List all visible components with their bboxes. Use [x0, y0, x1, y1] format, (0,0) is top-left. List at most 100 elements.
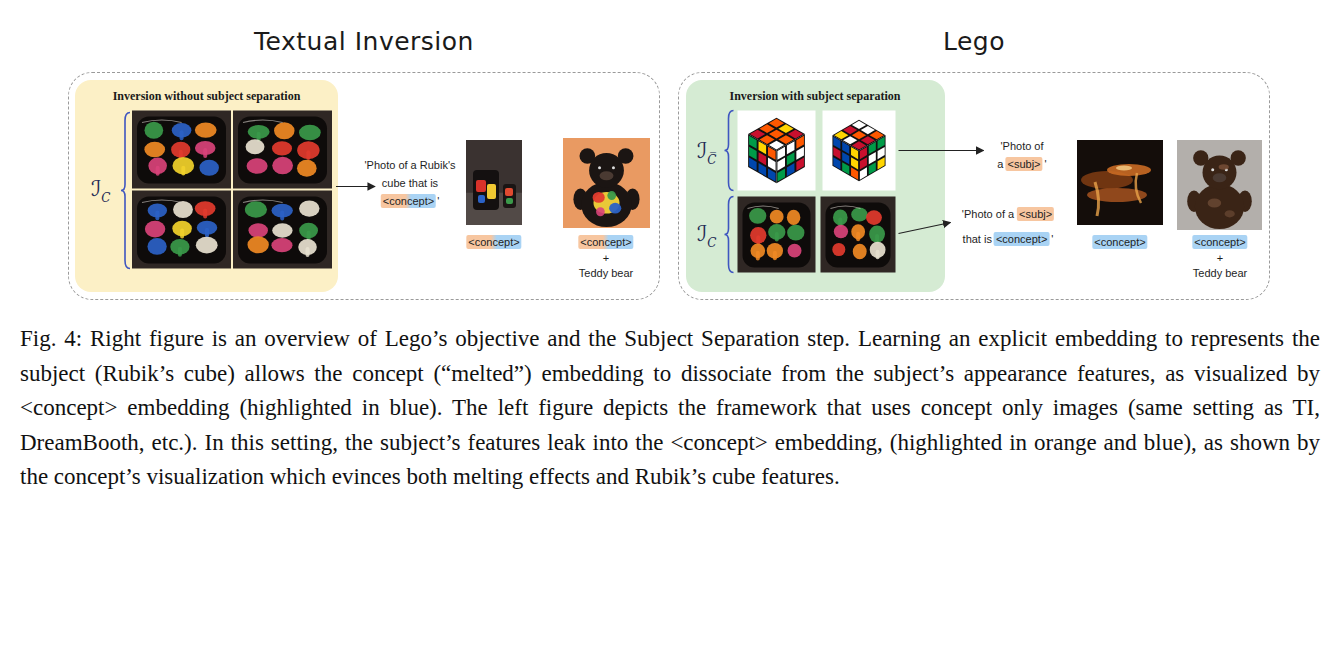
image-background [822, 110, 895, 190]
melted-sticker [769, 209, 783, 223]
prompt-text: ' [1051, 232, 1053, 246]
bear-muzzle [1213, 173, 1227, 182]
melted-sticker [299, 124, 321, 140]
belly-patch [1208, 199, 1222, 208]
set-subscript: C [707, 236, 716, 250]
set-symbol: ℐ [91, 176, 101, 202]
cube-face [832, 135, 859, 181]
box-heading: Inversion with subject separation [729, 89, 900, 104]
belly-patch [1225, 210, 1235, 217]
generated-object [503, 184, 516, 208]
melted-sticker [852, 243, 866, 259]
concept-token: <concept> [466, 235, 521, 249]
belly-patch [596, 207, 605, 216]
prompt-text: that is [963, 232, 992, 246]
melted-sticker [272, 223, 292, 237]
melted-drip [156, 165, 160, 175]
bear-body [581, 182, 631, 227]
melted-sticker [145, 220, 165, 237]
color-patch [487, 184, 496, 199]
melted-sticker [851, 207, 867, 221]
concept-token: <concept> [381, 194, 436, 208]
set-symbol: ℐ [697, 138, 707, 164]
panel-title: Textual Inversion [254, 27, 474, 56]
cube-sticker [851, 146, 858, 158]
melted-sticker [787, 243, 801, 257]
melted-sticker [299, 200, 319, 216]
curly-brace [121, 112, 130, 268]
melt-streak [1107, 164, 1151, 176]
melted-drip [772, 250, 776, 260]
label-row: <concept>' [381, 194, 439, 208]
image-background [132, 190, 231, 268]
cube-sticker [851, 131, 865, 139]
melted-drip [203, 148, 207, 158]
label-row: that is<concept>' [963, 232, 1054, 246]
melted-sticker [833, 224, 847, 237]
label-row: Teddy bear [1193, 266, 1247, 280]
melted-drip [280, 210, 284, 220]
color-patch [478, 195, 485, 203]
cube-face [832, 119, 885, 150]
prompt-text: ' [437, 194, 439, 208]
cube-sticker [796, 135, 804, 148]
melted-drip [856, 231, 860, 241]
melted-drip [756, 235, 760, 245]
cube-sticker [877, 157, 884, 169]
image-background [466, 140, 522, 225]
cube-sticker [877, 136, 884, 148]
prompt-text: Teddy bear [1193, 266, 1247, 280]
melted-drip [203, 208, 207, 218]
melted-sticker [173, 200, 193, 217]
illustration-group [121, 110, 375, 268]
cube-sticker [868, 141, 875, 153]
cube-sticker [851, 157, 858, 169]
image-background [737, 110, 815, 190]
cube-sticker [859, 157, 866, 169]
label-row: <concept> [578, 235, 633, 249]
melted-drip [306, 247, 310, 257]
melted-sticker [145, 121, 164, 138]
prompt-text: ' [1045, 157, 1047, 171]
cube-sticker [777, 168, 785, 181]
cube-sticker [767, 157, 775, 170]
gloss-highlight [243, 120, 283, 123]
melted-sticker [297, 159, 317, 176]
box-illustration [686, 80, 945, 292]
melted-drip [181, 165, 185, 175]
melted-cube-body [238, 196, 327, 263]
cube-sticker [859, 146, 866, 158]
cube-sticker [768, 118, 783, 127]
illustration-group [724, 110, 983, 272]
melt-highlight [1116, 166, 1132, 171]
color-patch [476, 180, 486, 192]
melted-sticker [271, 238, 292, 252]
melted-drip [307, 230, 311, 240]
melted-drip [755, 250, 759, 260]
cube-sticker [796, 146, 804, 159]
melted-drip [306, 150, 310, 160]
cube-sticker [796, 157, 804, 170]
gloss-highlight [747, 206, 778, 209]
label-row: <concept> [1192, 235, 1247, 249]
cube-sticker [868, 162, 875, 174]
belly-patch [593, 192, 605, 203]
melted-drip [875, 249, 879, 259]
set-symbol: ℐ [697, 221, 707, 247]
melted-sticker [246, 139, 265, 154]
cube-sticker [877, 146, 884, 158]
belly-patch [607, 191, 616, 200]
gloss-highlight [142, 120, 182, 123]
method-panel: LegoInversion with subject separation [678, 72, 1270, 300]
bear-head [1203, 155, 1237, 189]
image-background [233, 110, 332, 188]
melted-sticker [749, 208, 766, 224]
concept-token: <concept> [994, 232, 1049, 246]
label-row: 'Photo of a<subj> [962, 207, 1054, 221]
inversion-box: Inversion without subject separation [75, 80, 338, 292]
prompt-text: 'Photo of a Rubik's [364, 158, 455, 172]
bear-eye [612, 166, 615, 169]
cube-sticker [833, 136, 840, 148]
cube-sticker [749, 146, 757, 159]
melted-sticker [247, 158, 268, 174]
